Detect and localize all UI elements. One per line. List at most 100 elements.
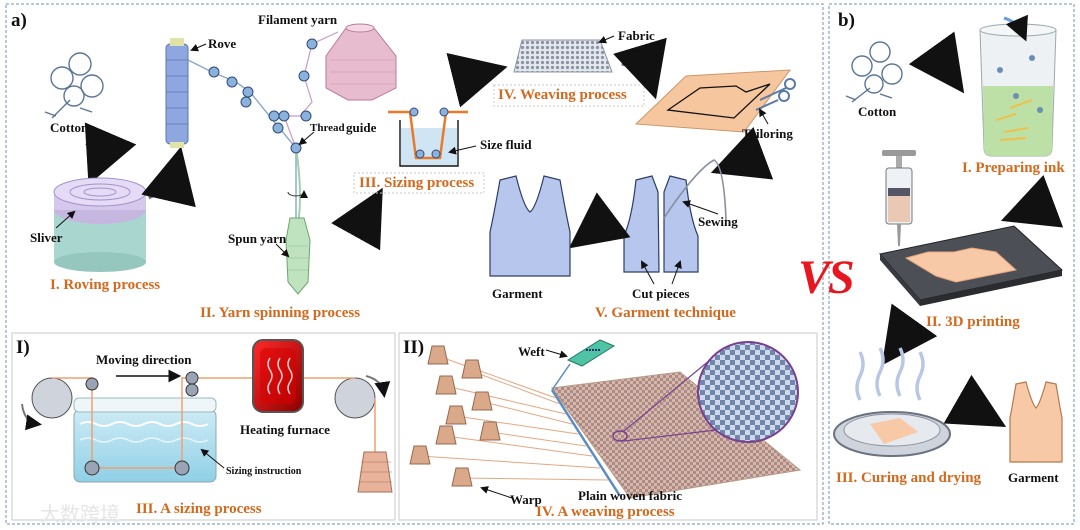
rotate-arrow-left: [21, 403, 42, 431]
cotton-a-icon: [44, 52, 104, 119]
arrow-yarn-to-sizing: [331, 187, 383, 251]
curing-dish: [833, 347, 951, 457]
spun-yarn-pointer: [275, 243, 290, 258]
sewing-pointer: [682, 200, 719, 215]
garment-b-vest: [1009, 381, 1063, 463]
yarn-cone-sub1: [357, 451, 393, 493]
plain-woven-fabric-label: Plain woven fabric: [578, 488, 682, 503]
arrow-fabric-to-tailoring: [613, 37, 667, 100]
sizing-label-box: [353, 172, 485, 194]
filament-cone: [325, 23, 397, 101]
garment-technique-label: V. Garment technique: [595, 305, 736, 321]
weft-pointer: [545, 349, 568, 359]
arrow-cotton-to-sliver: [84, 122, 137, 185]
warp-pointer: [480, 486, 513, 499]
sewing-needle: [663, 159, 727, 221]
ink-beaker: [979, 14, 1057, 157]
cotton-b-icon: [845, 41, 903, 103]
weft-shuttle: [551, 339, 616, 391]
heating-furnace-label: Heating furnace: [240, 422, 330, 437]
a-weaving-process-label: IV. A weaving process: [536, 504, 675, 520]
cut-pieces-vest: [623, 175, 699, 273]
spun-yarn-label: Spun yarn: [228, 231, 287, 246]
rotate-arrow-right: [365, 375, 391, 398]
sliver-pointer: [55, 210, 76, 229]
sewing-label: Sewing: [698, 214, 738, 229]
cotton-b-label: Cotton: [858, 104, 897, 119]
arrow-sliver-to-rove: [141, 146, 196, 208]
warp-bobbins: [409, 345, 501, 487]
3d-printing-label: II. 3D printing: [926, 314, 1020, 330]
thread-label: Thread: [310, 122, 345, 134]
garment-b-label: Garment: [1008, 470, 1059, 485]
arrow-cotton-to-ink: [908, 31, 965, 94]
garment-a-label: Garment: [492, 286, 543, 301]
filament-yarn-label: Filament yarn: [258, 12, 338, 27]
sliver-can: [53, 177, 147, 272]
fabric-label: Fabric: [618, 28, 655, 43]
zoom-inset: [612, 341, 799, 443]
fabric-sheet: [513, 39, 613, 73]
roving-process-label: I. Roving process: [50, 277, 161, 293]
weft-label: Weft: [518, 344, 545, 359]
arrow-sizing-to-fabric: [446, 53, 508, 108]
rove-label: Rove: [208, 36, 237, 51]
scissors-icon: [755, 78, 796, 111]
yarn-spinning-process-label: II. Yarn spinning process: [200, 305, 361, 321]
arrow-curing-to-garment: [943, 374, 1007, 427]
sizing-process-label: III. Sizing process: [359, 175, 475, 191]
thread-guide-pointer: [298, 131, 315, 146]
arrow-ink-to-printing: [1000, 175, 1064, 228]
preparing-ink-label: I. Preparing ink: [962, 160, 1065, 176]
sub2-frame: [398, 332, 818, 521]
arrow-printing-to-curing: [881, 303, 938, 366]
print-bed: [879, 225, 1064, 306]
arrow-tailoring-to-sewing: [710, 127, 774, 180]
cotton-a-label: Cotton: [50, 120, 89, 135]
sub1-frame: [11, 332, 396, 521]
cut-pieces-pointer-l: [641, 260, 655, 285]
garment-a-vest: [489, 175, 571, 277]
size-tank: [388, 107, 468, 167]
panel-a-frame: [5, 3, 824, 525]
size-fluid-pointer: [448, 145, 477, 155]
twist-arrow: [287, 190, 308, 199]
tailoring-pointer: [759, 108, 769, 125]
moving-direction-label: Moving direction: [96, 352, 192, 367]
sizing-rollers: [84, 371, 199, 476]
heating-furnace: [252, 339, 304, 413]
weaving-process-label: IV. Weaving process: [498, 87, 627, 103]
guide-rollers: [208, 38, 318, 154]
vs-label: VS: [798, 251, 855, 304]
watermark: 大数跨境: [40, 502, 120, 526]
spun-bobbin: [285, 217, 311, 295]
warp-label: Warp: [510, 492, 542, 507]
wind-roller: [334, 377, 376, 419]
panel-sub2-label: II): [403, 337, 425, 358]
panel-sub1-label: I): [16, 337, 30, 358]
curing-drying-label: III. Curing and drying: [836, 470, 982, 486]
rove-yarn-path: [187, 59, 297, 230]
rove-bobbin: [165, 38, 189, 148]
sliver-label: Sliver: [30, 230, 63, 245]
tailoring-label: Tailoring: [742, 126, 793, 141]
size-fluid-label: Size fluid: [480, 137, 532, 152]
sizing-instruction-label: Sizing instruction: [226, 466, 302, 477]
rove-pointer: [190, 43, 207, 52]
panel-b-frame: [828, 3, 1075, 525]
panel-a-label: a): [11, 10, 27, 31]
fabric-pointer: [598, 35, 615, 44]
arrow-sewing-to-garment: [568, 192, 631, 249]
reed-line: [550, 389, 622, 497]
sizing-instruction-pointer: [200, 448, 225, 469]
a-sizing-process-label: III. A sizing process: [136, 501, 262, 517]
unwind-roller: [31, 377, 73, 419]
guide-label: guide: [346, 120, 377, 135]
cut-pieces-label: Cut pieces: [632, 286, 690, 301]
warp-threads: [419, 355, 609, 481]
cut-pieces-pointer-r: [671, 260, 682, 285]
panel-b-label: b): [838, 10, 855, 31]
syringe: [882, 150, 916, 246]
